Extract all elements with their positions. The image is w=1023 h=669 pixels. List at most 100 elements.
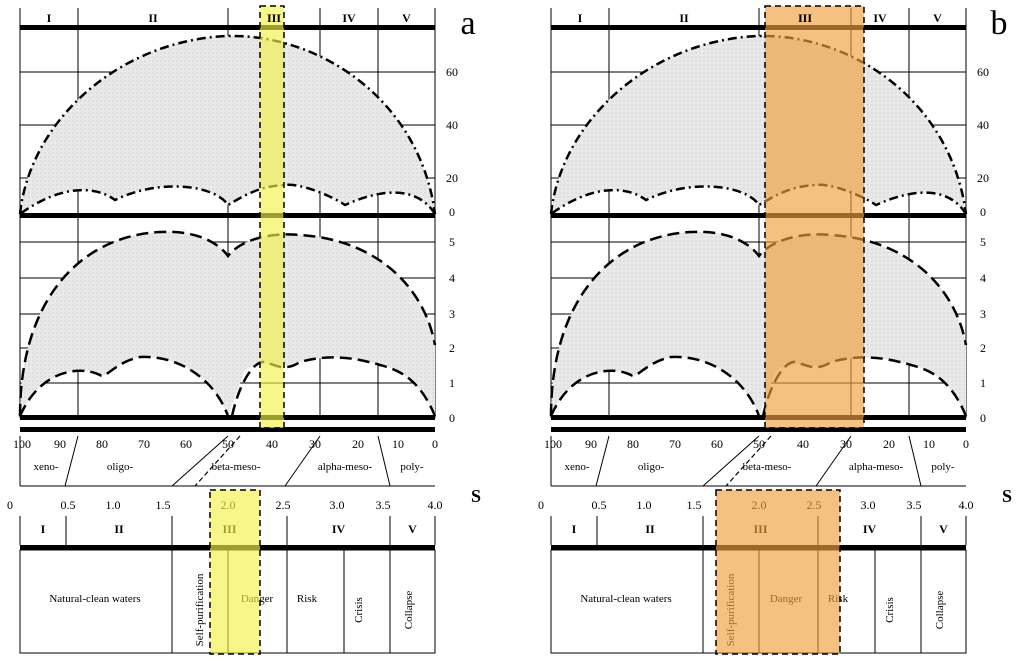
saprobity-tick-100: 100 [544, 437, 562, 451]
zone-divider [702, 435, 760, 487]
thick-separator [551, 415, 966, 420]
saprobity-tick-10: 10 [392, 437, 404, 451]
panel-letter: b [991, 5, 1008, 42]
zone-roman-3-overlay: III [267, 11, 281, 25]
tick-mid-3: 3 [980, 307, 986, 321]
curve-mid-lower-right [230, 356, 437, 417]
s-tick-0.5: 0.5 [592, 498, 607, 512]
thick-separator [20, 213, 435, 218]
saprobity-tick-0: 0 [432, 437, 438, 451]
class-roman-4: IV [332, 522, 346, 536]
tick-mid-1: 1 [449, 376, 455, 390]
zone-label-2: oligo- [107, 461, 134, 473]
tick-mid-3: 3 [449, 307, 455, 321]
zone-roman-5: V [933, 11, 942, 25]
tick-top-40: 40 [446, 118, 458, 132]
s-tick-0: 0 [7, 498, 13, 512]
saprobity-tick-80: 80 [96, 437, 108, 451]
thick-separator [20, 415, 435, 420]
class-roman-2: II [114, 522, 124, 536]
tick-top-20: 20 [977, 171, 989, 185]
highlight-band-lower [209, 489, 261, 655]
zone-label-4: alpha-meso- [318, 461, 373, 473]
tick-mid-2: 2 [449, 341, 455, 355]
class-roman-2: II [645, 522, 655, 536]
class-roman-5: V [408, 522, 417, 536]
state-crisis: Crisis [884, 597, 896, 623]
curve-mid-upper [18, 230, 437, 417]
curve-mid-lower-left [549, 355, 761, 417]
s-tick-1.0: 1.0 [106, 498, 121, 512]
tick-mid-2: 2 [980, 341, 986, 355]
zone-label-2: oligo- [638, 461, 665, 473]
s-tick-3.5: 3.5 [376, 498, 391, 512]
saprobity-tick-80: 80 [627, 437, 639, 451]
tick-mid-0: 0 [449, 411, 455, 425]
saprobity-tick-0: 0 [963, 437, 969, 451]
s-tick-0: 0 [538, 498, 544, 512]
tick-mid-5: 5 [449, 235, 455, 249]
s-tick-4.0: 4.0 [428, 498, 443, 512]
tick-top-20: 20 [446, 171, 458, 185]
state-natural: Natural-clean waters [49, 593, 140, 605]
saprobity-tick-10: 10 [923, 437, 935, 451]
shaded-area-mid [551, 231, 966, 416]
curve-top-lower [550, 183, 968, 216]
curve-top-upper [18, 34, 437, 215]
zone-roman-4: IV [342, 11, 356, 25]
tick-top-0: 0 [449, 205, 455, 219]
shaded-area-top [551, 35, 966, 215]
tick-mid-0: 0 [980, 411, 986, 425]
tick-top-60: 60 [977, 65, 989, 79]
zone-label-1: xeno- [33, 461, 58, 473]
saprobity-tick-40: 40 [266, 437, 278, 451]
tick-mid-1: 1 [980, 376, 986, 390]
saprobity-tick-50: 50 [222, 437, 234, 451]
saprobity-tick-60: 60 [711, 437, 723, 451]
state-natural: Natural-clean waters [580, 593, 671, 605]
zone-label-5: poly- [931, 461, 955, 473]
zone-roman-1: I [578, 11, 583, 25]
zone-roman-3-overlay: III [798, 11, 812, 25]
class-roman-5: V [939, 522, 948, 536]
zone-divider [815, 435, 852, 487]
tick-mid-4: 4 [449, 271, 455, 285]
shaded-area-mid [20, 231, 435, 416]
thick-separator [20, 25, 435, 30]
zone-roman-5: V [402, 11, 411, 25]
zone-divider [64, 435, 79, 487]
s-axis-label: S [471, 486, 481, 506]
tick-top-40: 40 [977, 118, 989, 132]
shaded-area-top [20, 35, 435, 215]
zone-roman-1: I [47, 11, 52, 25]
zone-label-4: alpha-meso- [849, 461, 904, 473]
s-tick-0.5: 0.5 [61, 498, 76, 512]
thick-separator [551, 213, 966, 218]
s-tick-2.5: 2.5 [276, 498, 291, 512]
class-roman-4: IV [863, 522, 877, 536]
s-axis-label: S [1002, 486, 1012, 506]
zone-divider [377, 435, 391, 487]
curve-mid-lower-left [18, 355, 230, 417]
highlight-band-upper [764, 5, 865, 429]
saprobity-tick-20: 20 [352, 437, 364, 451]
saprobity-tick-70: 70 [669, 437, 681, 451]
s-tick-3.5: 3.5 [907, 498, 922, 512]
state-collapse: Collapse [403, 591, 415, 630]
zone-label-3: beta-meso- [212, 461, 261, 473]
saprobity-tick-50: 50 [753, 437, 765, 451]
s-tick-3.0: 3.0 [861, 498, 876, 512]
thick-separator [551, 427, 966, 432]
saprobity-tick-90: 90 [54, 437, 66, 451]
zone-divider-dashed [194, 435, 241, 487]
saprobity-tick-90: 90 [585, 437, 597, 451]
zone-label-3: beta-meso- [743, 461, 792, 473]
tick-mid-4: 4 [980, 271, 986, 285]
curve-mid-upper [549, 230, 968, 417]
tick-top-60: 60 [446, 65, 458, 79]
class-roman-1: I [572, 522, 577, 536]
saprobity-tick-20: 20 [883, 437, 895, 451]
saprobity-tick-60: 60 [180, 437, 192, 451]
highlight-band-upper [259, 5, 285, 429]
